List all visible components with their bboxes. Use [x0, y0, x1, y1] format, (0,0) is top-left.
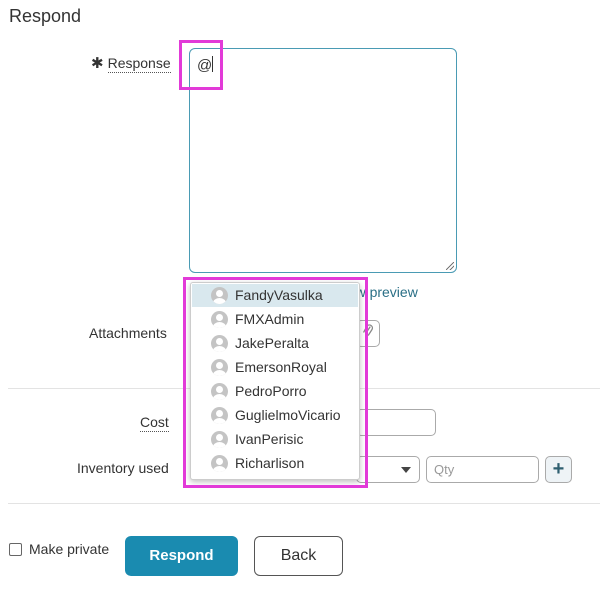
inventory-label: Inventory used: [77, 460, 169, 476]
user-avatar-icon: [211, 407, 228, 424]
highlight-box-at-symbol: [179, 40, 223, 90]
mention-item[interactable]: GuglielmoVicario: [192, 404, 358, 427]
mention-item[interactable]: JakePeralta: [192, 332, 358, 355]
user-avatar-icon: [211, 335, 228, 352]
mention-item-label: FandyVasulka: [235, 287, 323, 303]
cost-label-wrap: Cost: [140, 414, 169, 432]
mention-item[interactable]: PedroPorro: [192, 380, 358, 403]
user-avatar-icon: [211, 311, 228, 328]
response-label: Response: [107, 55, 171, 73]
chevron-down-icon: [401, 467, 411, 473]
user-avatar-icon: [211, 455, 228, 472]
divider: [8, 503, 600, 504]
cost-label: Cost: [140, 414, 169, 432]
mention-item[interactable]: Richarlison: [192, 452, 358, 475]
user-avatar-icon: [211, 359, 228, 376]
mention-item[interactable]: FMXAdmin: [192, 308, 358, 331]
attachments-label: Attachments: [89, 325, 167, 341]
page-title: Respond: [9, 6, 82, 26]
user-avatar-icon: [211, 287, 228, 304]
add-inventory-button[interactable]: +: [545, 456, 572, 483]
response-textarea-value: @: [197, 57, 213, 74]
highlight-box-dropdown: [183, 277, 368, 488]
mention-item-label: EmersonRoyal: [235, 359, 327, 375]
mention-item-label: PedroPorro: [235, 383, 307, 399]
attach-file-button[interactable]: [356, 320, 380, 347]
resize-handle-icon[interactable]: [446, 262, 454, 270]
make-private-checkbox[interactable]: [9, 543, 22, 556]
text-caret: [212, 56, 214, 72]
user-avatar-icon: [211, 383, 228, 400]
back-button[interactable]: Back: [254, 536, 343, 576]
user-avatar-icon: [211, 431, 228, 448]
plus-icon: +: [552, 458, 565, 480]
mention-item-label: IvanPerisic: [235, 431, 304, 447]
qty-input[interactable]: Qty: [426, 456, 539, 483]
required-icon: ✱: [91, 55, 104, 72]
mention-item-label: Richarlison: [235, 455, 305, 471]
response-label-group: ✱Response: [91, 54, 171, 73]
mention-item[interactable]: IvanPerisic: [192, 428, 358, 451]
cost-input[interactable]: [356, 409, 436, 436]
make-private-label: Make private: [29, 541, 110, 557]
mention-item-label: GuglielmoVicario: [235, 407, 341, 423]
mention-item-label: FMXAdmin: [235, 311, 305, 327]
respond-button[interactable]: Respond: [125, 536, 238, 576]
mention-item-label: JakePeralta: [235, 335, 309, 351]
response-textarea[interactable]: @: [189, 48, 457, 273]
mention-item[interactable]: FandyVasulka: [192, 284, 358, 307]
mention-item[interactable]: EmersonRoyal: [192, 356, 358, 379]
mention-dropdown: FandyVasulka FMXAdmin JakePeralta Emerso…: [190, 282, 360, 480]
